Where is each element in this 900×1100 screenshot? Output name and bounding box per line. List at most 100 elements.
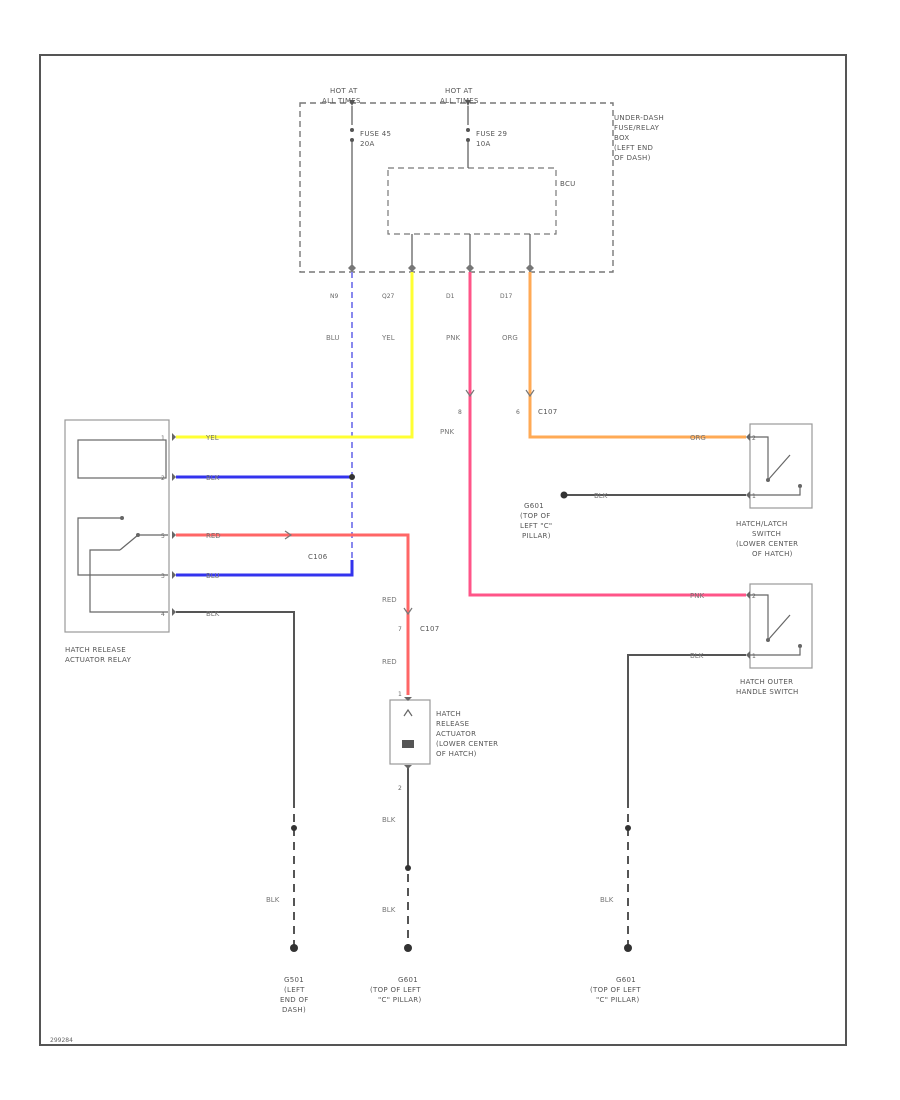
splice-blu <box>349 474 355 480</box>
hot-label-1b: ALL TIMES <box>322 97 361 105</box>
wire-label-blk-switch: BLK <box>594 492 608 500</box>
fuse-45-rating: 20A <box>360 140 375 148</box>
splice-mid <box>405 865 411 871</box>
wire-pnk <box>468 272 746 597</box>
hatch-outer-handle-switch <box>746 583 813 669</box>
wire-label-red-1: RED <box>382 596 397 604</box>
actuator-pin-1: 1 <box>398 691 402 698</box>
wire-label-blu: BLU <box>326 334 339 342</box>
ground-left-label-1: G501 <box>284 976 304 984</box>
actuator-label-1: HATCH <box>436 710 461 718</box>
connector-c106-mark <box>284 530 293 540</box>
fuse-29-rating: 10A <box>476 140 491 148</box>
relay-label-1: HATCH RELEASE <box>65 646 126 654</box>
inhibit-pin-2: 2 <box>752 435 756 442</box>
relay-pin-5: 5 <box>161 533 165 540</box>
ground-left-label-2: (LEFT <box>284 986 305 994</box>
wire-org <box>528 272 746 439</box>
wire-label-blk-actuator: BLK <box>382 816 396 824</box>
wire-label-blk-relay: BLK <box>206 474 220 482</box>
fuse-29 <box>466 106 470 168</box>
c107-org-pin: 6 <box>516 409 520 416</box>
ground-right-symbol <box>624 944 632 952</box>
outer-pin-2: 2 <box>752 593 756 600</box>
relay-pin-3: 3 <box>161 573 165 580</box>
actuator-label-4: (LOWER CENTER <box>436 740 498 748</box>
footer-id: 299284 <box>50 1037 73 1044</box>
outer-label-2: HANDLE SWITCH <box>736 688 799 696</box>
hatch-release-actuator-relay <box>64 419 176 633</box>
wire-label-org-switch: ORG <box>690 434 706 442</box>
pin-d17: D17 <box>500 293 512 300</box>
hatch-latch-switch <box>746 423 813 509</box>
g-inhibit-label-4: PILLAR) <box>522 532 551 540</box>
wire-red <box>176 533 410 695</box>
g-inhibit-label-3: LEFT "C" <box>520 522 552 530</box>
wire-blk-relay <box>176 611 295 800</box>
fuse-45-label: FUSE 45 <box>360 130 391 138</box>
actuator-label-2: RELEASE <box>436 720 469 728</box>
outer-pin-1: 1 <box>752 653 756 660</box>
inhibit-label-3: (LOWER CENTER <box>736 540 798 548</box>
c107-top-label: C107 <box>538 408 557 416</box>
wire-label-org: ORG <box>502 334 518 342</box>
hot-label-1: HOT AT <box>330 87 358 95</box>
box-label-5: OF DASH) <box>614 154 651 162</box>
wire-blu-relay-2 <box>176 560 354 577</box>
wire-label-pnk2: PNK <box>440 428 454 436</box>
pin-d1: D1 <box>446 293 455 300</box>
actuator-label-5: OF HATCH) <box>436 750 477 758</box>
ground-mid-label-3: "C" PILLAR) <box>378 996 421 1004</box>
c107-red-label: C107 <box>420 625 439 633</box>
wire-label-yel: YEL <box>381 334 395 342</box>
connector-c107-top <box>465 389 535 398</box>
bcu-label: BCU <box>560 180 576 188</box>
box-label-1: UNDER-DASH <box>614 114 664 122</box>
ground-mid-label-1: G601 <box>398 976 418 984</box>
box-connector-pins <box>348 264 534 272</box>
fuse-29-label: FUSE 29 <box>476 130 507 138</box>
c107-pnk-pin: 8 <box>458 409 462 416</box>
actuator-pin-2: 2 <box>398 785 402 792</box>
inhibit-pin-1: 1 <box>752 493 756 500</box>
ground-mid-symbol <box>404 944 412 952</box>
inhibit-label-4: OF HATCH) <box>752 550 793 558</box>
ground-left-symbol <box>290 944 298 952</box>
ground-right-label-1: G601 <box>616 976 636 984</box>
wire-label-yel-relay: YEL <box>205 434 219 442</box>
ground-inhibit-symbol <box>560 491 568 499</box>
relay-pin-2: 2 <box>161 475 165 482</box>
splice-left <box>291 825 297 831</box>
ground-left-label-3: END OF <box>280 996 309 1004</box>
inhibit-label-1: HATCH/LATCH <box>736 520 788 528</box>
wire-label-blk-ground-left: BLK <box>266 896 280 904</box>
splice-right <box>625 825 631 831</box>
wire-label-blu-relay: BLU <box>206 572 219 580</box>
relay-label-2: ACTUATOR RELAY <box>65 656 132 664</box>
wire-label-pnk: PNK <box>446 334 460 342</box>
ground-right-label-3: "C" PILLAR) <box>596 996 639 1004</box>
hot-arrow-1 <box>349 100 355 106</box>
fuse-45 <box>350 106 354 266</box>
ground-left-label-4: DASH) <box>282 1006 306 1014</box>
pin-q27: Q27 <box>382 293 395 300</box>
wire-label-blk-ground-mid: BLK <box>382 906 396 914</box>
ground-right-label-2: (TOP OF LEFT <box>590 986 641 994</box>
g-inhibit-label-1: G601 <box>524 502 544 510</box>
inhibit-label-2: SWITCH <box>752 530 781 538</box>
wire-label-blk-outer: BLK <box>690 652 704 660</box>
wire-label-red-2: RED <box>382 658 397 666</box>
fuse-relay-box <box>299 102 614 273</box>
hot-arrow-2 <box>465 100 471 106</box>
hatch-release-actuator <box>389 697 431 769</box>
relay-pin-1: 1 <box>161 435 165 442</box>
outer-label-1: HATCH OUTER <box>740 678 793 686</box>
relay-pin-4: 4 <box>161 611 165 618</box>
g-inhibit-label-2: (TOP OF <box>520 512 551 520</box>
wire-blk-outer <box>627 654 746 800</box>
wire-label-blk-ground-right: BLK <box>600 896 614 904</box>
wire-label-blk-relay-2: BLK <box>206 610 220 618</box>
box-label-4: (LEFT END <box>614 144 653 152</box>
hot-label-2: HOT AT <box>445 87 473 95</box>
